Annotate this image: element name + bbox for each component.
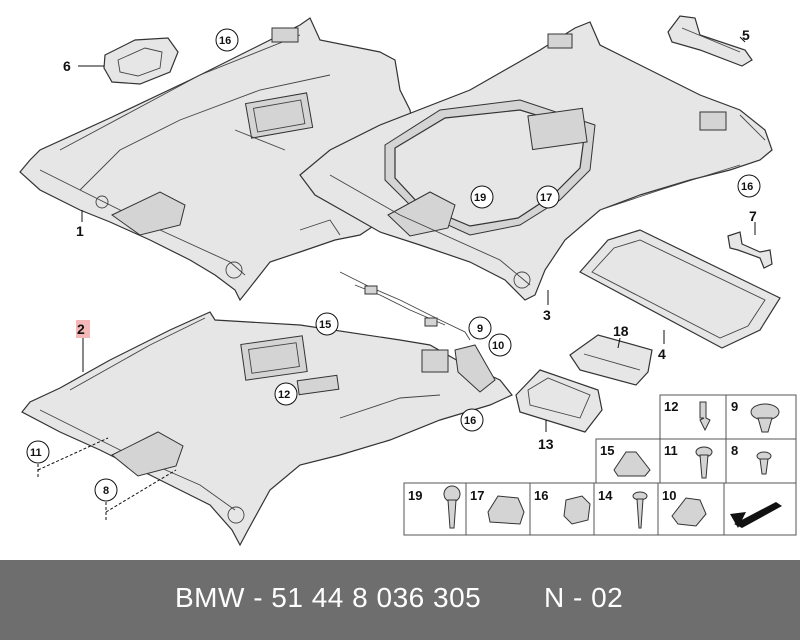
callout-16-a: 16 — [219, 35, 231, 47]
table-label-10: 10 — [662, 488, 676, 503]
clip-10-icon — [671, 497, 707, 527]
callout-8-left: 8 — [103, 485, 109, 497]
arrow-icon — [730, 502, 782, 528]
part-6-cover — [103, 37, 179, 85]
table-label-15: 15 — [600, 443, 614, 458]
table-label-17: 17 — [470, 488, 484, 503]
rivet-icon — [756, 451, 772, 475]
callout-4: 4 — [658, 346, 666, 362]
parts-table: 12 9 11 8 15 19 17 16 14 10 — [403, 394, 797, 536]
callout-2: 2 — [77, 321, 85, 337]
exploded-diagram: 1 6 16 5 16 19 17 7 3 4 2 15 — [19, 15, 797, 547]
callout-labels: 1 6 16 5 16 19 17 7 3 4 2 15 — [26, 27, 761, 522]
table-label-16: 16 — [534, 488, 548, 503]
screw-icon — [695, 446, 713, 479]
callout-16-c: 16 — [464, 415, 476, 427]
callout-13: 13 — [538, 436, 554, 452]
callout-15-mid: 15 — [319, 319, 331, 331]
callout-19-mid: 19 — [474, 192, 486, 204]
part-18-cover — [569, 334, 653, 386]
pad-16-icon — [563, 495, 591, 525]
table-label-8: 8 — [731, 443, 738, 458]
callout-11-left: 11 — [30, 447, 42, 459]
callout-7: 7 — [749, 208, 757, 224]
pin-icon — [699, 401, 711, 432]
table-label-14: 14 — [598, 488, 613, 503]
part-7-bracket — [727, 231, 773, 269]
callout-12-mid: 12 — [278, 389, 290, 401]
table-label-12: 12 — [664, 399, 678, 414]
part-4-seal — [579, 229, 781, 349]
callout-1: 1 — [76, 223, 84, 239]
screw-14-icon — [632, 491, 648, 529]
part-5-trim — [667, 15, 753, 67]
clip-icon — [750, 403, 780, 433]
part-number: BMW - 51 44 8 036 305 — [175, 582, 482, 613]
part-13-console — [515, 369, 603, 433]
headliner-panel-1 — [19, 17, 416, 302]
callout-17-mid: 17 — [540, 192, 552, 204]
callout-9-top: 9 — [477, 323, 483, 335]
screw-19-icon — [443, 485, 461, 529]
callout-10-top: 10 — [492, 340, 504, 352]
callout-6: 6 — [63, 58, 71, 74]
footer-bar: BMW - 51 44 8 036 305 N - 02 — [0, 560, 800, 640]
page-code: N - 02 — [544, 582, 624, 613]
callout-5: 5 — [742, 27, 750, 43]
clip-17-icon — [487, 495, 525, 525]
callout-16-b: 16 — [741, 181, 753, 193]
callout-3: 3 — [543, 307, 551, 323]
callout-18: 18 — [613, 323, 629, 339]
table-label-9: 9 — [731, 399, 738, 414]
cable-harness — [339, 271, 471, 341]
table-label-11: 11 — [664, 443, 678, 458]
bracket-15-icon — [613, 451, 651, 477]
table-label-19: 19 — [408, 488, 422, 503]
